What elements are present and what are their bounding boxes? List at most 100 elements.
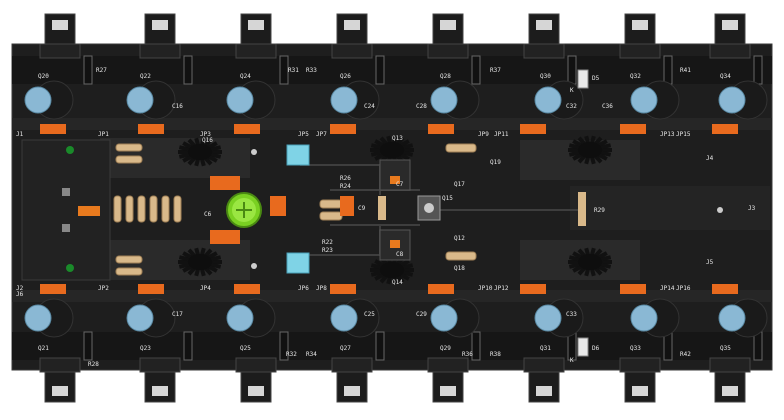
heatsink-core xyxy=(578,254,602,270)
electrolytic-cap-top xyxy=(718,86,746,114)
bottom-transistor-pad-area xyxy=(523,357,565,373)
center-resistor xyxy=(319,199,343,209)
top-transistor-tab xyxy=(248,20,264,30)
label-r31: R31 xyxy=(288,67,299,74)
label-r28: R28 xyxy=(88,361,99,368)
bottom-transistor-tab xyxy=(152,386,168,396)
label-r37: R37 xyxy=(490,67,501,74)
label-r41: R41 xyxy=(680,67,691,74)
electrolytic-cap-top xyxy=(226,304,254,332)
bank-resistor xyxy=(161,195,170,223)
heatsink xyxy=(568,135,612,165)
heatsink-core xyxy=(188,144,212,160)
input-resistor xyxy=(115,267,143,276)
label-jp12: JP12 xyxy=(494,285,509,292)
top-emitter-resistor xyxy=(279,55,289,85)
top-transistor-pad-area xyxy=(39,43,81,59)
driver-resistor xyxy=(445,251,477,261)
bottom-emitter-resistor xyxy=(471,331,481,361)
label-c17: C17 xyxy=(172,311,183,318)
bottom-transistor-pad-area xyxy=(331,357,373,373)
label-j4: J4 xyxy=(706,155,714,162)
heatsink-core xyxy=(578,142,602,158)
label-jp7: JP7 xyxy=(316,131,327,138)
diode-d6-label: D6 xyxy=(592,345,600,352)
label-q23: Q23 xyxy=(140,345,151,352)
orange-pad-top xyxy=(620,124,646,134)
orange-pad-bottom xyxy=(620,284,646,294)
label-r32: R32 xyxy=(286,351,297,358)
label-q21: Q21 xyxy=(38,345,49,352)
electrolytic-cap-top xyxy=(226,86,254,114)
driver-pad-upper xyxy=(390,176,400,184)
label-q17: Q17 xyxy=(454,181,465,188)
label-q25: Q25 xyxy=(240,345,251,352)
center-resistor xyxy=(319,211,343,221)
electrolytic-cap-top xyxy=(126,86,154,114)
electrolytic-cap-top xyxy=(330,86,358,114)
top-transistor-pad-area xyxy=(709,43,751,59)
top-transistor-pad-area xyxy=(331,43,373,59)
heatsink xyxy=(370,135,414,165)
bottom-emitter-resistor xyxy=(183,331,193,361)
orange-pad-bottom xyxy=(40,284,66,294)
electrolytic-cap-top xyxy=(330,304,358,332)
bottom-transistor-tab xyxy=(52,386,68,396)
bottom-emitter-resistor xyxy=(83,331,93,361)
label-c28: C28 xyxy=(416,103,427,110)
label-r33: R33 xyxy=(306,67,317,74)
bias-resistor xyxy=(378,196,386,220)
orange-pad-top xyxy=(138,124,164,134)
label-q16: Q16 xyxy=(202,137,213,144)
label-q35: Q35 xyxy=(720,345,731,352)
reference-designators: Q20 Q22 Q24 Q26 Q28 Q30 Q32 Q34 Q21 Q23 … xyxy=(16,67,756,368)
small-resistor-bank xyxy=(113,143,182,276)
label-jp4: JP4 xyxy=(200,285,211,292)
orange-pad-top xyxy=(330,124,356,134)
bottom-transistor-tab xyxy=(632,386,648,396)
label-j2: J2 xyxy=(16,285,24,292)
label-q19: Q19 xyxy=(490,159,501,166)
bottom-transistor-body xyxy=(624,371,656,403)
trim-pad-left xyxy=(62,188,70,196)
top-transistor-tab xyxy=(440,20,456,30)
electrolytic-caps xyxy=(24,80,768,338)
center-orange-lower xyxy=(210,230,240,244)
heatsink xyxy=(568,247,612,277)
heatsink-core xyxy=(380,262,404,278)
electrolytic-cap-top xyxy=(430,86,458,114)
top-emitter-resistor xyxy=(753,55,763,85)
diode-d6 xyxy=(577,337,589,357)
diode-k-top: K xyxy=(570,87,574,94)
label-q24: Q24 xyxy=(240,73,251,80)
heatsink-core xyxy=(380,142,404,158)
label-r38: R38 xyxy=(490,351,501,358)
bottom-transistor-pad-area xyxy=(39,357,81,373)
label-c24: C24 xyxy=(364,103,375,110)
label-q14: Q14 xyxy=(392,279,403,286)
electrolytic-cap-top xyxy=(718,304,746,332)
label-jp2: JP2 xyxy=(98,285,109,292)
heatsink xyxy=(178,247,222,277)
label-c29: C29 xyxy=(416,311,427,318)
label-c7: C7 xyxy=(396,181,404,188)
orange-pad-top xyxy=(712,124,738,134)
label-c25: C25 xyxy=(364,311,375,318)
bottom-transistor-tab xyxy=(536,386,552,396)
electrolytic-cap-top xyxy=(630,86,658,114)
mounting-holes xyxy=(251,149,723,269)
power-resistors xyxy=(319,143,477,261)
label-jp11: JP11 xyxy=(494,131,509,138)
film-cap-bottom xyxy=(286,252,310,274)
electrolytic-cap-top xyxy=(24,86,52,114)
bottom-rail xyxy=(12,332,772,360)
bottom-emitter-resistor xyxy=(753,331,763,361)
bottom-emitter-resistor xyxy=(279,331,289,361)
top-transistor-pad-area xyxy=(619,43,661,59)
top-transistor-pad-area xyxy=(523,43,565,59)
label-r42: R42 xyxy=(680,351,691,358)
label-jp3: JP3 xyxy=(200,131,211,138)
electrolytic-cap-top xyxy=(126,304,154,332)
label-c33: C33 xyxy=(566,311,577,318)
